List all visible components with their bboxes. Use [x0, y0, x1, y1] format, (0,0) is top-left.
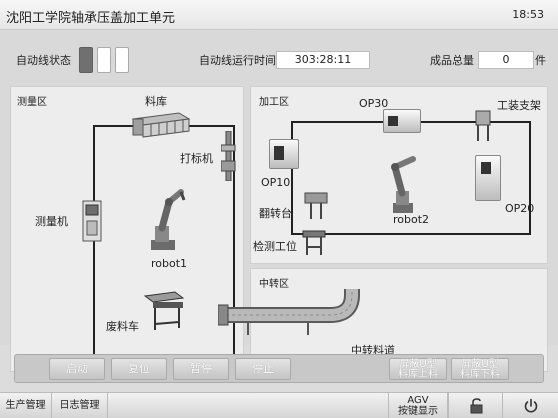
production-management-button[interactable]: 生产管理 — [0, 393, 52, 418]
app-title: 沈阳工学院轴承压盖加工单元 — [6, 11, 176, 26]
lock-button[interactable] — [448, 393, 502, 418]
warehouse-label: 料库 — [145, 95, 167, 108]
total-unit: 件 — [535, 54, 546, 67]
footer-bar: 生产管理 日志管理 AGV 按键显示 — [0, 392, 558, 418]
flip-table-icon — [304, 192, 328, 219]
machining-zone-title: 加工区 — [259, 97, 289, 108]
status-lamp-2 — [97, 47, 111, 73]
title-bar: 沈阳工学院轴承压盖加工单元 18:53 — [0, 0, 558, 30]
warehouse-icon — [131, 112, 191, 138]
reset-button[interactable]: 复位 — [111, 358, 167, 380]
robot2-label: robot2 — [393, 213, 430, 226]
control-bar: 启动 复位 暂停 停止 屏蔽U型 料库上料 屏蔽U型 料库下料 — [14, 354, 544, 383]
agv-key-display-button[interactable]: AGV 按键显示 — [388, 393, 448, 418]
runtime-label: 自动线运行时间 — [199, 54, 276, 67]
machining-zone: 加工区 OP30 工装支架 OP10 robot2 OP20 翻转台 — [250, 86, 548, 264]
lock-icon — [470, 398, 483, 414]
main-panel: 自动线状态 自动线运行时间 303:28:11 成品总量 0 件 测量区 料库 … — [0, 31, 558, 372]
gauge-machine-icon — [82, 200, 102, 242]
transfer-zone-title: 中转区 — [259, 279, 289, 290]
marking-machine-icon — [221, 131, 236, 181]
agv-label-line1: AGV — [407, 395, 429, 406]
op20-machine-icon — [475, 155, 501, 201]
transfer-conveyor-icon — [218, 289, 360, 335]
robot1-icon — [151, 189, 186, 250]
status-lamp-3 — [115, 47, 129, 73]
status-lamp-1 — [79, 47, 93, 73]
block-u-load-line1: 屏蔽U型 — [399, 359, 437, 370]
line-status-label: 自动线状态 — [16, 54, 71, 67]
power-button[interactable] — [502, 393, 558, 418]
block-u-load-line2: 料库上料 — [398, 369, 438, 380]
op30-label: OP30 — [359, 97, 389, 110]
total-label: 成品总量 — [430, 54, 474, 67]
scrap-cart-label: 废料车 — [106, 320, 139, 333]
op10-label: OP10 — [261, 176, 291, 189]
measure-zone: 测量区 料库 打标机 测量机 — [10, 86, 244, 372]
op30-machine-icon — [383, 109, 421, 133]
channel-label: 中转料道 — [351, 344, 395, 357]
robot2-icon — [391, 156, 416, 213]
measure-zone-title: 测量区 — [17, 97, 47, 108]
fixture-icon — [475, 110, 491, 141]
robot1-label: robot1 — [151, 257, 188, 270]
status-row: 自动线状态 自动线运行时间 303:28:11 成品总量 0 件 — [0, 37, 558, 73]
inspect-station-icon — [302, 230, 326, 255]
clock: 18:53 — [512, 8, 544, 21]
agv-label-line2: 按键显示 — [398, 406, 438, 417]
runtime-value: 303:28:11 — [276, 51, 370, 69]
marking-label: 打标机 — [180, 152, 213, 165]
flip-label: 翻转台 — [259, 207, 292, 220]
block-u-unload-line1: 屏蔽U型 — [461, 359, 499, 370]
scrap-cart-icon — [143, 291, 185, 330]
inspect-label: 检测工位 — [253, 240, 297, 253]
gauge-label: 测量机 — [35, 215, 68, 228]
log-management-button[interactable]: 日志管理 — [52, 393, 108, 418]
block-u-unload-button[interactable]: 屏蔽U型 料库下料 — [451, 358, 509, 380]
op10-machine-icon — [269, 139, 299, 169]
block-u-load-button[interactable]: 屏蔽U型 料库上料 — [389, 358, 447, 380]
pause-button[interactable]: 暂停 — [173, 358, 229, 380]
op20-label: OP20 — [505, 202, 535, 215]
fixture-label: 工装支架 — [497, 99, 541, 112]
stop-button[interactable]: 停止 — [235, 358, 291, 380]
total-value: 0 — [478, 51, 534, 69]
block-u-unload-line2: 料库下料 — [460, 369, 500, 380]
start-button[interactable]: 启动 — [49, 358, 105, 380]
power-icon — [524, 398, 538, 413]
